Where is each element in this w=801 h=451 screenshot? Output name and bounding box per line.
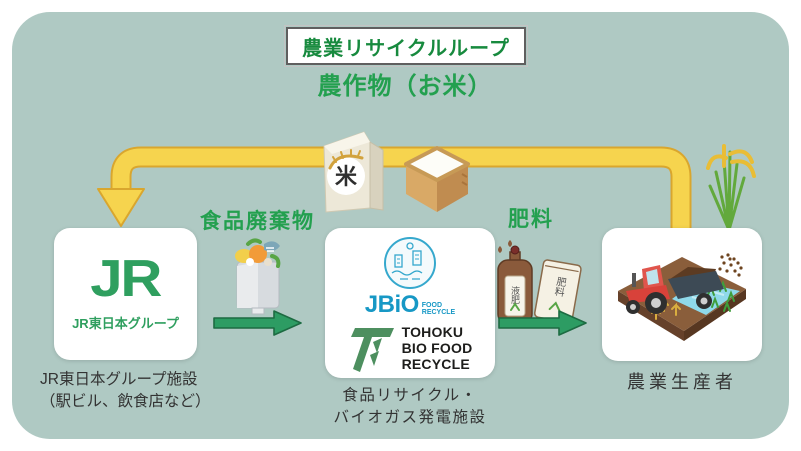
tohoku-logo-text: TOHOKU BIO FOOD RECYCLE	[402, 324, 473, 372]
rice-plant-icon	[706, 144, 756, 232]
rice-box-icon	[404, 146, 470, 212]
jbio-logo-text: JBiO	[364, 291, 420, 318]
facility-caption-line1: 食品リサイクル・	[342, 387, 478, 404]
jr-caption-line2: （駅ビル、飲食店など）	[40, 393, 211, 411]
arrow-food-waste	[213, 310, 302, 336]
fertilizer-bottle-label: 液肥	[510, 285, 520, 305]
tohoku-line2: BIO FOOD	[401, 340, 473, 356]
rice-bag-icon: 米	[323, 131, 384, 213]
fertilizer-label: 肥料	[508, 208, 554, 231]
diagram-title-box: 農業リサイクルループ	[284, 25, 528, 67]
node-recycle-facility: JBiO FOOD RECYCLE TOHOKU BIO FOOD RECYCL…	[325, 228, 495, 378]
tractor-field-illustration	[618, 252, 746, 341]
node-farmer	[602, 228, 762, 361]
jbio-sub-line1: FOOD	[421, 302, 443, 309]
crops-label: 農作物（お米）	[317, 73, 493, 100]
node-jr-group: JR JR東日本グループ	[54, 228, 197, 360]
tohoku-line1: TOHOKU	[401, 324, 464, 340]
fertilizer-bag-label: 肥料	[551, 275, 566, 298]
food-waste-bag-icon	[235, 238, 281, 315]
jbio-emblem-icon	[384, 237, 436, 289]
tohoku-line3: RECYCLE	[401, 356, 470, 372]
facility-caption: 食品リサイクル・ バイオガス発電施設	[300, 385, 520, 430]
jbio-logo: JBiO FOOD RECYCLE	[365, 293, 455, 317]
jbio-sub-line2: RECYCLE	[421, 309, 456, 316]
diagram-title: 農業リサイクルループ	[302, 37, 510, 60]
arrow-fertilizer	[498, 310, 587, 336]
farmer-caption: 農業生産者	[627, 372, 737, 392]
tohoku-logo: TOHOKU BIO FOOD RECYCLE	[348, 324, 473, 372]
facility-caption-line2: バイオガス発電施設	[333, 409, 487, 427]
jbio-logo-subtext: FOOD RECYCLE	[422, 302, 455, 316]
jr-logo: JR	[90, 249, 163, 308]
jr-logo-subtitle: JR東日本グループ	[72, 315, 179, 331]
jr-caption: JR東日本グループ施設 （駅ビル、飲食店など）	[40, 369, 260, 414]
food-waste-label: 食品廃棄物	[200, 210, 315, 233]
tohoku-emblem-icon	[350, 328, 394, 372]
jr-caption-line1: JR東日本グループ施設	[40, 371, 198, 388]
rice-kanji: 米	[335, 164, 358, 189]
